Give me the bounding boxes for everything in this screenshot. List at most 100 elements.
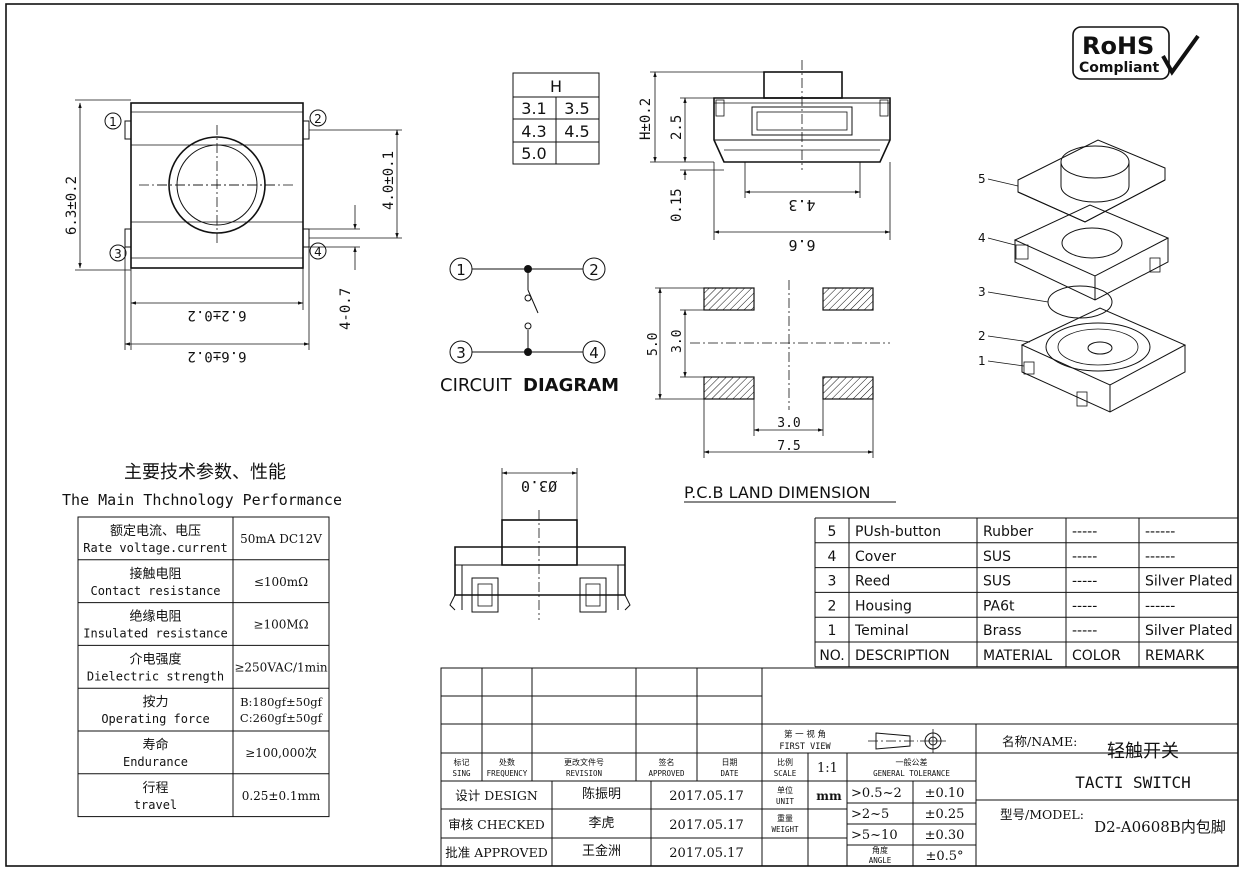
svg-text:2: 2	[314, 112, 322, 126]
pin-label-3: 3	[109, 244, 127, 262]
rev-header-en: FREQUENCY	[487, 769, 528, 778]
perf-title-cn: 主要技术参数、性能	[124, 462, 286, 483]
bom-cell: PA6t	[983, 598, 1015, 614]
bom-cell: -----	[1072, 549, 1097, 565]
perf-value: ≥250VAC/1min	[234, 660, 328, 674]
model-value: D2-A0608B内包脚	[1094, 818, 1226, 836]
pcb-dim-7-5: 7.5	[777, 439, 800, 454]
bom-cell: REMARK	[1145, 648, 1205, 664]
scale-label-en: SCALE	[774, 769, 797, 778]
angle-tolerance: ±0.5°	[925, 849, 963, 864]
perf-param-en: Contact resistance	[90, 584, 220, 598]
first-view-cn: 第 一 视 角	[784, 729, 826, 740]
pin-label-4: 4	[309, 242, 327, 260]
height-table-header: H	[550, 77, 562, 96]
dim-h: H±0.2	[638, 98, 654, 140]
svg-text:3: 3	[114, 247, 122, 261]
perf-param-cn: 行程	[142, 781, 168, 796]
bom-cell: Cover	[855, 549, 896, 565]
exploded-label: 5	[978, 172, 986, 186]
rev-header-cn: 标记	[454, 757, 470, 767]
angle-label-cn: 角度	[872, 845, 888, 855]
exploded-label: 1	[978, 354, 986, 368]
perf-param-cn: 接触电阻	[129, 566, 181, 582]
height-cell: 3.5	[564, 99, 589, 118]
tolerance-range: >2~5	[851, 807, 889, 822]
performance-section: 主要技术参数、性能 The Main Thchnology Performanc…	[62, 462, 342, 818]
perf-param-cn: 额定电流、电压	[110, 524, 201, 539]
angle-label-en: ANGLE	[869, 856, 892, 865]
dim-height: 6.3±0.2	[64, 176, 80, 235]
perf-table-border	[77, 516, 330, 818]
tolerance-label-cn: 一般公差	[896, 757, 928, 767]
bom-cell: 4	[828, 549, 837, 565]
tolerance-value: ±0.10	[925, 786, 965, 801]
bom-cell: COLOR	[1072, 648, 1121, 664]
exploded-label: 2	[978, 329, 986, 343]
bom-cell: Silver Plated	[1145, 574, 1233, 590]
projection-symbol-icon	[868, 729, 946, 753]
exploded-label: 4	[978, 231, 986, 245]
perf-param-en: Dielectric strength	[87, 669, 224, 683]
bom-cell: -----	[1072, 598, 1097, 614]
exploded-view: 5 4 3 2 1	[978, 139, 1187, 413]
rev-header-en: DATE	[720, 769, 739, 778]
perf-param-en: Operating force	[101, 712, 209, 726]
sign-role: 审核 CHECKED	[448, 817, 545, 832]
circuit-title-a: CIRCUIT	[440, 375, 513, 396]
rev-header-cn: 日期	[722, 758, 738, 767]
dim-pin-pitch: 4.0±0.1	[381, 151, 397, 210]
bom-cell: DESCRIPTION	[855, 648, 950, 664]
name-label: 名称/NAME:	[1002, 734, 1077, 749]
perf-value: 50mA DC12V	[240, 532, 322, 546]
rev-header-en: SING	[452, 769, 471, 778]
bom-cell: Silver Plated	[1145, 623, 1233, 639]
pin-label-2: 2	[309, 109, 327, 127]
pcb-dim-3-0-h: 3.0	[777, 416, 800, 431]
unit-value: mm	[816, 789, 842, 803]
svg-text:2: 2	[589, 261, 599, 279]
bom-cell: Brass	[983, 623, 1022, 639]
perf-param-cn: 介电强度	[129, 651, 181, 667]
perf-title-en: The Main Thchnology Performance	[62, 491, 342, 509]
bom-cell: -----	[1072, 623, 1097, 639]
pcb-title: P.C.B LAND DIMENSION	[684, 483, 871, 502]
perf-param-cn: 绝缘电阻	[129, 609, 181, 625]
title-block: 标记SING处数FREQUENCY更改文件号REVISION签名APPROVED…	[440, 667, 1239, 867]
model-label: 型号/MODEL:	[1000, 807, 1084, 822]
bom-cell: PUsh-button	[855, 524, 941, 540]
rev-header-cn: 签名	[659, 757, 675, 767]
height-cell: 4.5	[564, 122, 589, 141]
circuit-pin-3: 3	[449, 340, 473, 364]
svg-text:1: 1	[109, 115, 117, 129]
svg-text:3: 3	[456, 344, 466, 362]
bom-cell: Rubber	[983, 524, 1033, 540]
bom-cell: MATERIAL	[983, 648, 1052, 664]
unit-label-en: UNIT	[776, 797, 795, 806]
bom-cell: SUS	[983, 574, 1011, 590]
sign-name: 陈振明	[582, 786, 621, 802]
rev-header-cn: 处数	[499, 757, 515, 767]
top-view: 1 2 3 4 6.3±0.2 4.0±0.1 4-0.7	[64, 99, 402, 364]
unit-label-cn: 单位	[777, 785, 793, 795]
height-cell: 3.1	[521, 99, 546, 118]
dim-0-15: 0.15	[669, 188, 685, 222]
perf-param-en: Endurance	[123, 755, 188, 769]
bom-cell: ------	[1145, 598, 1175, 614]
perf-row: 介电强度 Dielectric strength ≥250VAC/1min	[87, 651, 328, 683]
bom-cell: SUS	[983, 549, 1011, 565]
circuit-title-b: DIAGRAM	[523, 375, 619, 396]
tolerance-label-en: GENERAL TOLERANCE	[873, 769, 950, 778]
svg-text:1: 1	[456, 261, 466, 279]
circuit-pin-2: 2	[582, 257, 606, 281]
first-view-en: FIRST VIEW	[779, 742, 831, 752]
